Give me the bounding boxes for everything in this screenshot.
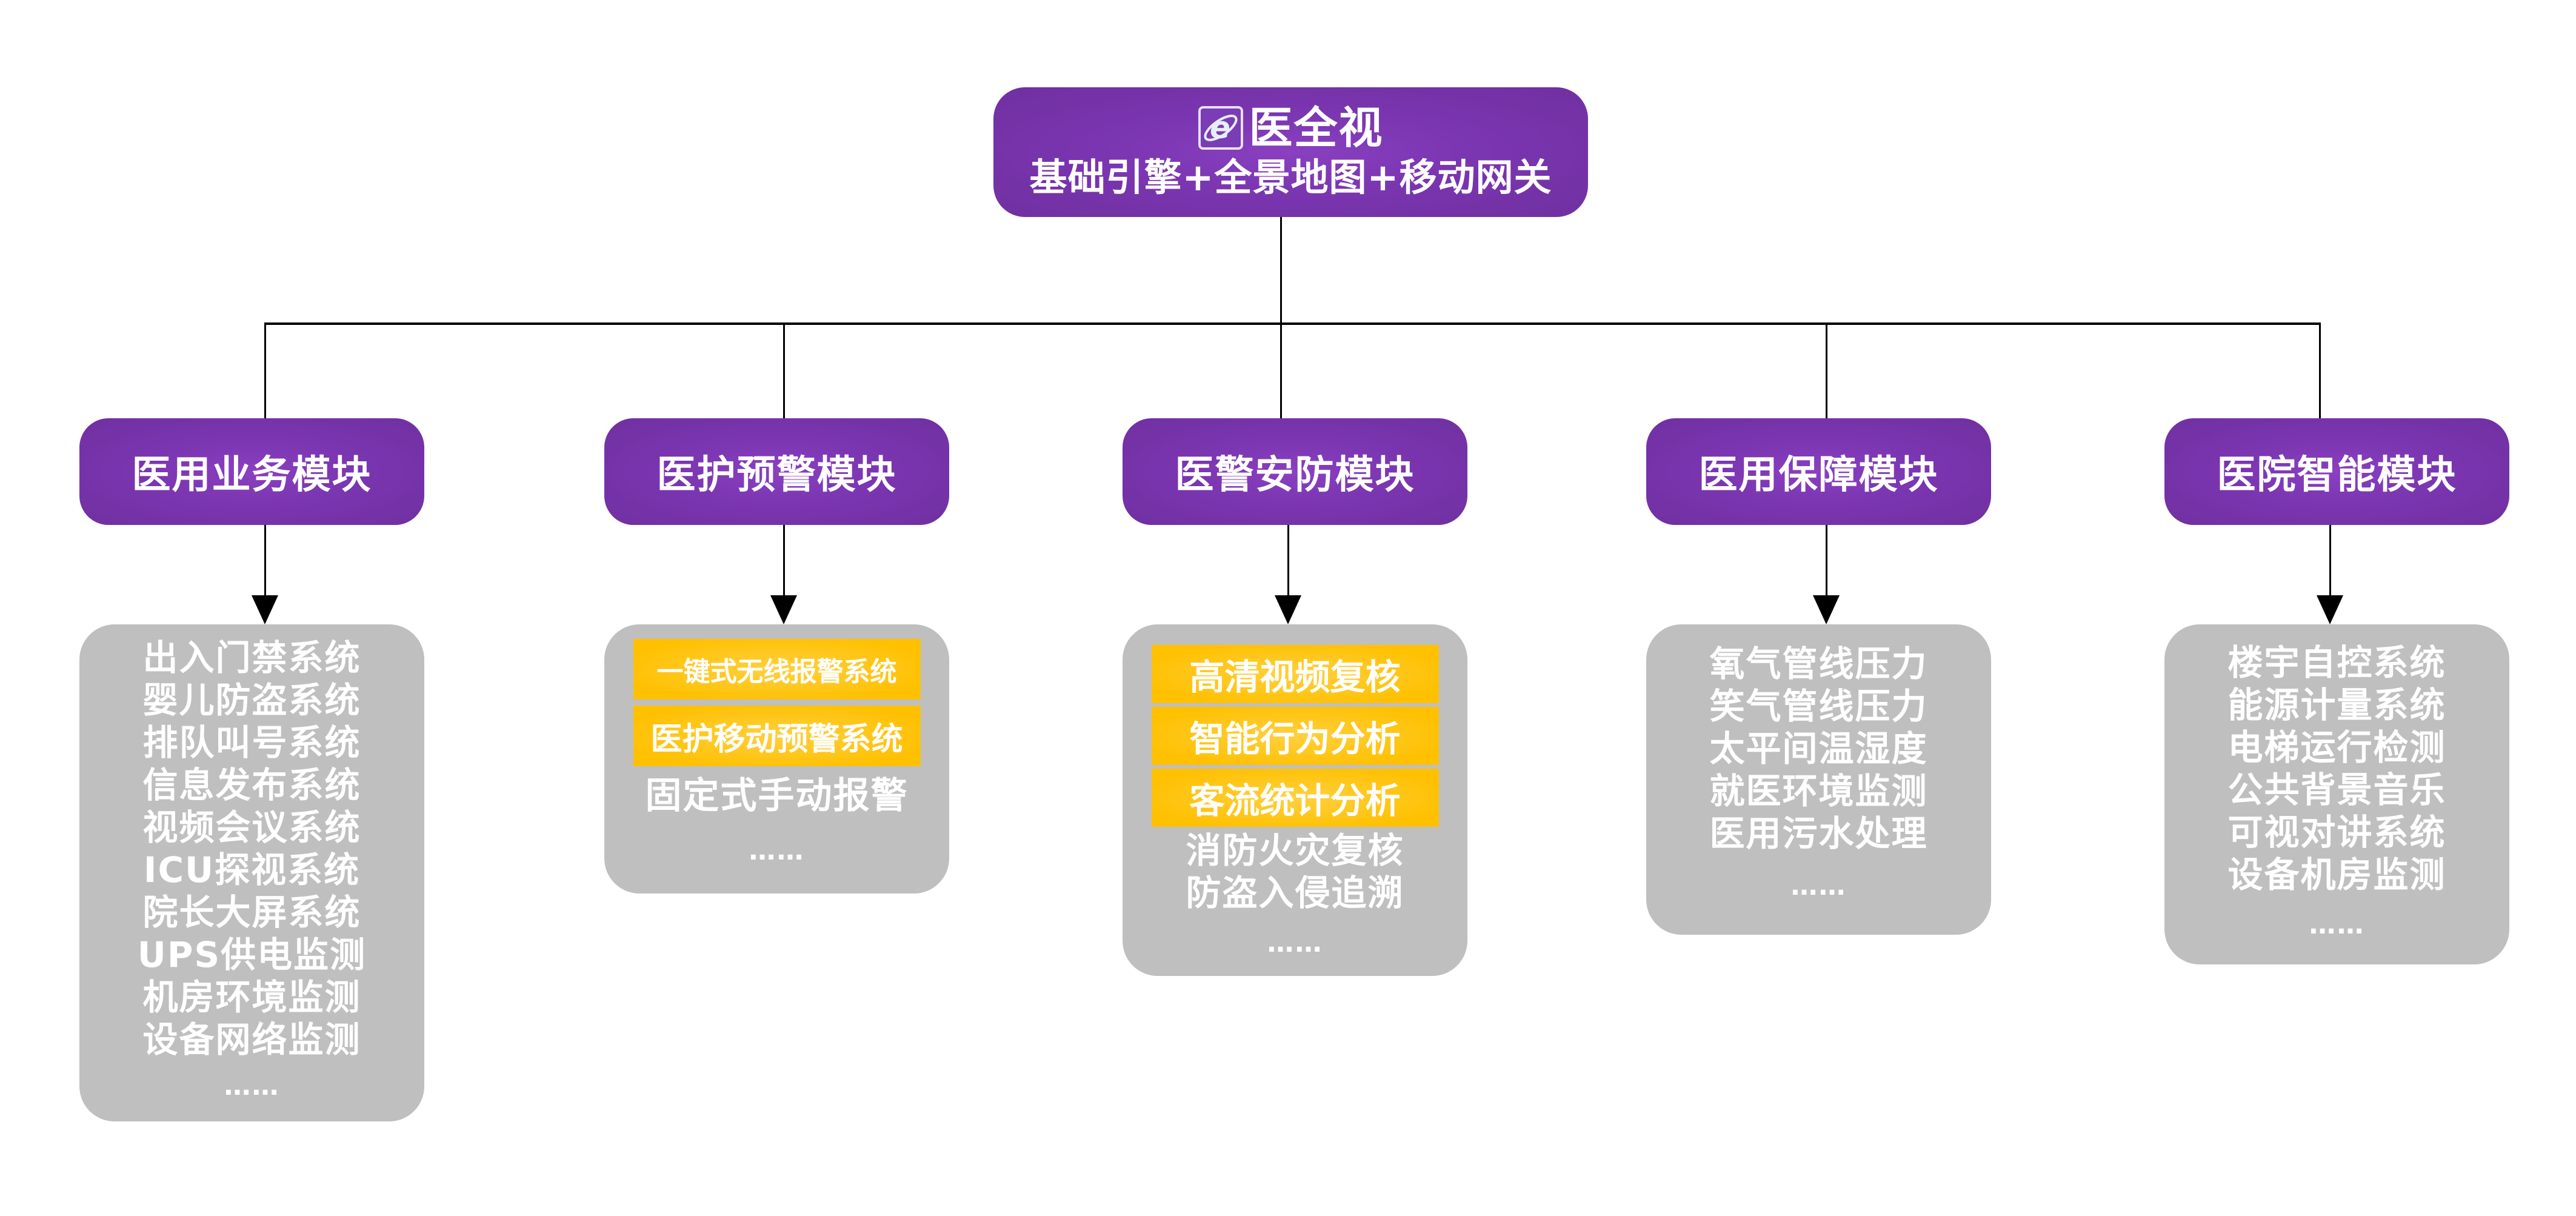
root-connector (1280, 217, 1282, 325)
arrow-down-icon (1275, 595, 1301, 624)
highlight-item: 智能行为分析 (1151, 707, 1439, 765)
root-title-row: e 医全视 (1198, 102, 1383, 153)
arrow-line (783, 525, 785, 598)
arrow-down-icon (1813, 595, 1840, 624)
list-item: 设备机房监测 (2227, 854, 2446, 895)
list-item: 太平间温湿度 (1709, 728, 1928, 769)
list-item: 医用污水处理 (1709, 813, 1928, 854)
module-title: 医警安防模块 (1175, 453, 1415, 498)
branch-connector (2319, 324, 2321, 418)
root-title: 医全视 (1249, 102, 1384, 153)
root-subtitle: 基础引擎+全景地图+移动网关 (1029, 155, 1552, 199)
ie-e-logo-icon: e (1198, 106, 1244, 150)
list-item: 出入门禁系统 (142, 637, 361, 678)
module-title: 医用业务模块 (132, 453, 372, 498)
arrow-line (1826, 525, 1827, 598)
branch-connector (1826, 324, 1827, 418)
branch-connector (1280, 324, 1282, 418)
list-item: 院长大屏系统 (142, 892, 361, 933)
list-item: 电梯运行检测 (2227, 727, 2446, 768)
module-header-nursing-alert: 医护预警模块 (604, 418, 949, 525)
module-list-nursing-alert: 一键式无线报警系统 医护移动预警系统 固定式手动报警 …… (604, 624, 949, 894)
list-item: 信息发布系统 (142, 764, 361, 806)
list-item: 设备网络监测 (142, 1019, 361, 1060)
bus-connector (264, 322, 2321, 325)
highlight-item: 一键式无线报警系统 (633, 639, 921, 700)
list-item: 排队叫号系统 (142, 722, 361, 763)
list-item: ICU探视系统 (143, 849, 361, 890)
arrow-down-icon (252, 595, 278, 624)
list-item: 氧气管线压力 (1709, 643, 1928, 684)
module-title: 医院智能模块 (2217, 453, 2457, 498)
list-item: 视频会议系统 (142, 807, 361, 848)
more-ellipsis: …… (749, 835, 805, 866)
list-item: 就医环境监测 (1709, 770, 1928, 812)
arrow-down-icon (770, 595, 797, 624)
branch-connector (783, 324, 785, 418)
list-item: 防盗入侵追溯 (1186, 872, 1404, 914)
branch-connector (264, 324, 266, 418)
more-ellipsis: …… (1790, 870, 1847, 901)
list-item: 能源计量系统 (2227, 684, 2446, 726)
highlight-item: 医护移动预警系统 (633, 706, 921, 766)
highlight-item: 高清视频复核 (1151, 645, 1439, 703)
more-ellipsis: …… (1267, 927, 1323, 958)
module-header-business: 医用业务模块 (79, 418, 424, 525)
list-item: 消防火灾复核 (1186, 830, 1404, 871)
list-item: UPS供电监测 (137, 934, 367, 975)
list-item: 婴儿防盗系统 (142, 680, 361, 721)
list-item: 笑气管线压力 (1709, 686, 1928, 727)
list-item: 机房环境监测 (142, 977, 361, 1018)
highlight-item: 客流统计分析 (1151, 769, 1439, 827)
list-item: 固定式手动报警 (645, 775, 909, 817)
list-item: 楼宇自控系统 (2227, 642, 2446, 683)
root-node: e 医全视 基础引擎+全景地图+移动网关 (993, 87, 1588, 217)
module-header-intelligent: 医院智能模块 (2164, 418, 2509, 525)
module-header-security: 医警安防模块 (1123, 418, 1467, 525)
module-title: 医护预警模块 (656, 453, 897, 498)
module-list-business: 出入门禁系统 婴儿防盗系统 排队叫号系统 信息发布系统 视频会议系统 ICU探视… (79, 624, 424, 1121)
arrow-line (2329, 525, 2331, 598)
arrow-line (264, 525, 266, 598)
more-ellipsis: …… (224, 1071, 280, 1101)
module-list-support: 氧气管线压力 笑气管线压力 太平间温湿度 就医环境监测 医用污水处理 …… (1646, 624, 1991, 935)
arrow-line (1287, 525, 1289, 598)
module-list-security: 高清视频复核 智能行为分析 客流统计分析 消防火灾复核 防盗入侵追溯 …… (1123, 624, 1467, 976)
more-ellipsis: …… (2309, 909, 2365, 940)
arrow-down-icon (2317, 595, 2343, 624)
svg-text:e: e (1210, 110, 1232, 145)
module-header-support: 医用保障模块 (1646, 418, 1991, 525)
list-item: 公共背景音乐 (2227, 769, 2446, 810)
module-list-intelligent: 楼宇自控系统 能源计量系统 电梯运行检测 公共背景音乐 可视对讲系统 设备机房监… (2164, 624, 2509, 964)
module-title: 医用保障模块 (1698, 453, 1939, 498)
list-item: 可视对讲系统 (2227, 812, 2446, 853)
